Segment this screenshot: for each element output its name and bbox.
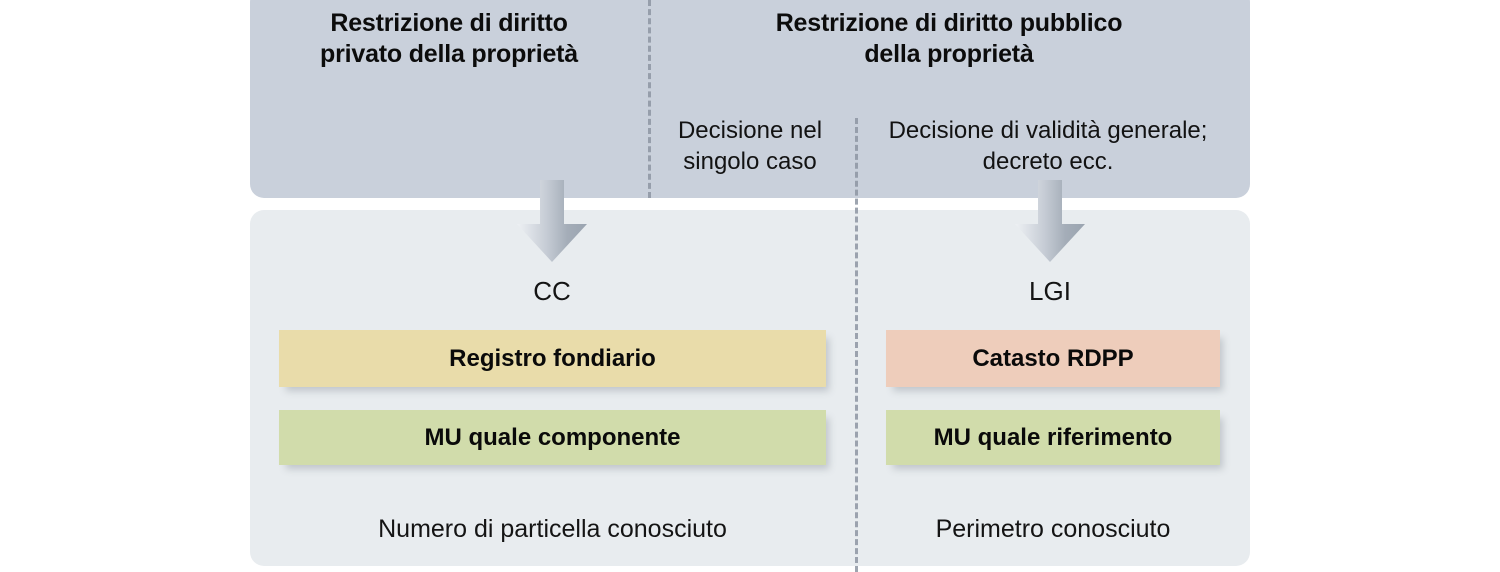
box-mu-quale-riferimento[interactable]: MU quale riferimento [886, 410, 1220, 465]
column-title-private: Restrizione di diritto privato della pro… [250, 8, 648, 71]
column-title-private-line2: privato della proprietà [320, 40, 578, 69]
top-panel [250, 0, 1250, 198]
subhead-general-validity-line1: Decisione di validità generale; [888, 117, 1208, 144]
column-title-public-line2: della proprietà [864, 40, 1034, 69]
column-title-public: Restrizione di diritto pubblico della pr… [648, 8, 1250, 71]
column-title-public-line1: Restrizione di diritto pubblico [775, 9, 1123, 37]
box-registro-fondiario[interactable]: Registro fondiario [279, 330, 826, 387]
box-mu-quale-componente[interactable]: MU quale componente [279, 410, 826, 465]
subhead-single-case-line2: singolo caso [683, 148, 817, 176]
subhead-general-validity: Decisione di validità generale; decreto … [858, 115, 1238, 177]
bottom-panel [250, 210, 1250, 566]
subhead-single-case: Decisione nel singolo caso [650, 115, 850, 177]
down-arrow-icon-right [1005, 180, 1095, 270]
law-label-lgi: LGI [1029, 276, 1071, 306]
down-arrow-icon-left [507, 180, 597, 270]
law-label-cc: CC [533, 276, 571, 306]
divider-single-case-general [855, 118, 858, 572]
subhead-single-case-line1: Decisione nel [677, 117, 823, 144]
column-title-private-line1: Restrizione di diritto [330, 9, 568, 37]
subhead-general-validity-line2: decreto ecc. [982, 148, 1114, 176]
footnote-right: Perimetro conosciuto [935, 515, 1171, 543]
divider-private-public [648, 0, 651, 198]
footnote-left: Numero di particella conosciuto [378, 515, 727, 543]
box-catasto-rdpp[interactable]: Catasto RDPP [886, 330, 1220, 387]
